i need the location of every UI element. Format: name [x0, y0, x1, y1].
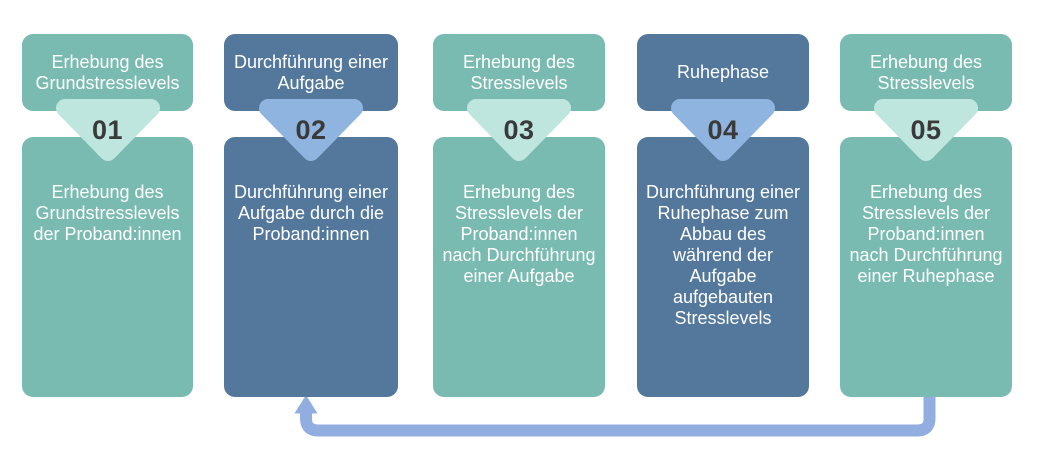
step-2-body-label: Durchführung einer Aufgabe durch die Pro…: [233, 182, 389, 244]
step-2-body-box: Durchführung einer Aufgabe durch die Pro…: [224, 137, 398, 397]
step-4-body-label: Durchführung einer Ruhephase zum Abbau d…: [645, 182, 801, 328]
step-5-header-box: Erhebung des Stresslevels: [840, 34, 1012, 111]
step-4-body-box: Durchführung einer Ruhephase zum Abbau d…: [637, 137, 809, 397]
step-1-header-label: Erhebung des Grundstresslevels: [35, 51, 180, 93]
loop-arrow-path: [300, 394, 936, 437]
step-1-triangle-down-icon: [55, 99, 160, 161]
step-2-header-label: Durchführung einer Aufgabe: [233, 51, 389, 93]
step-column-3: Erhebung des Stresslevels 03 Erhebung de…: [433, 0, 605, 456]
step-3-triangle-down-icon: [467, 99, 571, 161]
step-3-header-label: Erhebung des Stresslevels: [462, 51, 576, 93]
step-1-header-box: Erhebung des Grundstresslevels: [22, 34, 193, 111]
step-column-2: Durchführung einer Aufgabe 02 Durchführu…: [224, 0, 398, 456]
step-column-4: Ruhephase 04 Durchführung einer Ruhephas…: [637, 0, 809, 456]
step-2-header-box: Durchführung einer Aufgabe: [224, 34, 398, 111]
step-3-body-box: Erhebung des Stresslevels der Proband:in…: [433, 137, 605, 397]
step-1-number: 01: [91, 115, 124, 145]
step-2-triangle-down-icon: [259, 99, 363, 161]
step-1-body-label: Erhebung des Grundstresslevels der Proba…: [33, 182, 182, 244]
step-5-number: 05: [910, 115, 942, 145]
step-2-number: 02: [295, 115, 327, 145]
step-4-header-label: Ruhephase: [676, 62, 770, 82]
step-3-header-box: Erhebung des Stresslevels: [433, 34, 605, 111]
step-3-number: 03: [503, 115, 535, 145]
loop-arrow-head-icon: [294, 395, 318, 414]
step-4-header-box: Ruhephase: [637, 34, 809, 111]
step-4-triangle-down-icon: [671, 99, 775, 161]
step-4-number: 04: [707, 115, 739, 145]
step-5-body-label: Erhebung des Stresslevels der Proband:in…: [849, 182, 1003, 286]
step-5-triangle-down-icon: [874, 99, 978, 161]
step-1-body-box: Erhebung des Grundstresslevels der Proba…: [22, 137, 193, 397]
step-column-1: Erhebung des Grundstresslevels 01 Erhebu…: [22, 0, 193, 456]
step-column-5: Erhebung des Stresslevels 05 Erhebung de…: [840, 0, 1012, 456]
step-5-body-box: Erhebung des Stresslevels der Proband:in…: [840, 137, 1012, 397]
step-5-header-label: Erhebung des Stresslevels: [869, 51, 983, 93]
step-3-body-label: Erhebung des Stresslevels der Proband:in…: [442, 182, 596, 286]
